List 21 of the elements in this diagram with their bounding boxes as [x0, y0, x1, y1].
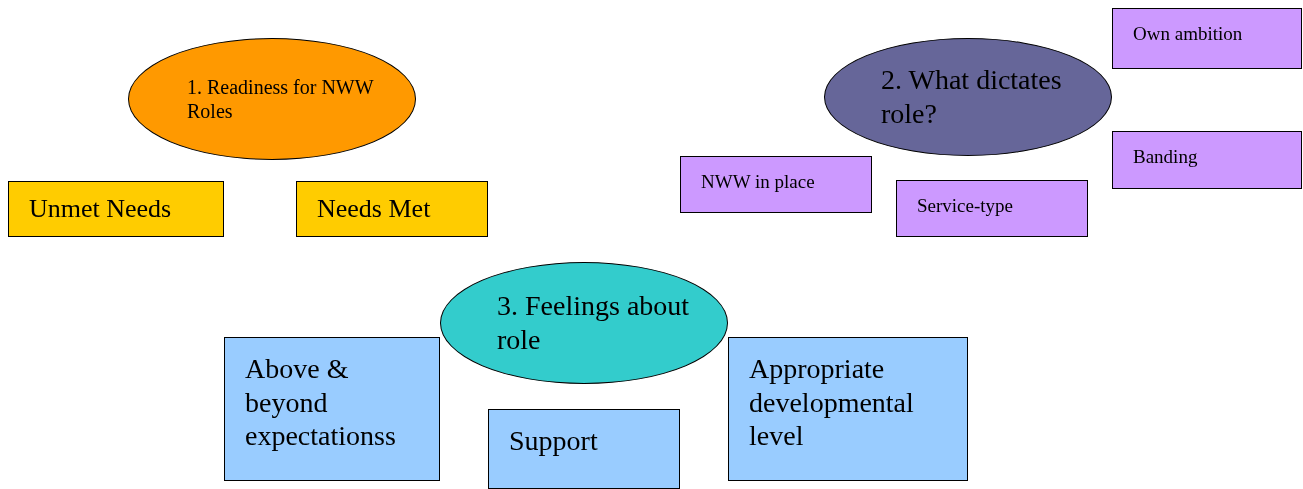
node-label: Needs Met [317, 193, 432, 225]
category-box [680, 156, 872, 213]
node-label: Banding [1133, 146, 1199, 169]
category-box [1112, 131, 1302, 189]
node-label: Unmet Needs [29, 193, 173, 225]
node-label: Support [509, 424, 599, 458]
category-box [8, 181, 224, 237]
node-label: Above & beyond expectationss [245, 352, 397, 453]
category-box [728, 337, 968, 481]
node-label: Own ambition [1133, 23, 1244, 46]
node-label: 2. What dictates role? [881, 63, 1063, 131]
node-label: Appropriate developmental level [749, 352, 915, 453]
category-box [896, 180, 1088, 237]
category-box [224, 337, 440, 481]
node-label: 3. Feelings about role [497, 289, 691, 357]
category-box [296, 181, 488, 237]
category-box [488, 409, 680, 489]
node-label: NWW in place [701, 171, 816, 194]
node-label: Service-type [917, 195, 1014, 218]
node-label: 1. Readiness for NWW Roles [187, 75, 375, 123]
category-box [1112, 8, 1302, 69]
